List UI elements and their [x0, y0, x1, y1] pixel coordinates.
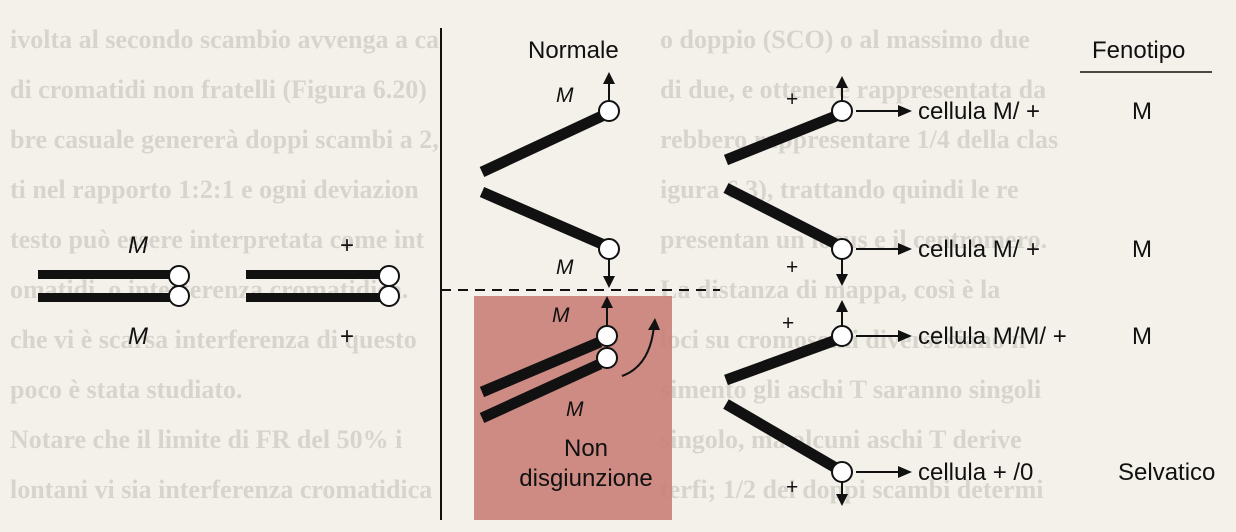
svg-text:di due, e ottenere rappresenta: di due, e ottenere rappresentata da [660, 75, 1046, 104]
fenotipo-header: Fenotipo [1092, 37, 1185, 64]
phenotype-1: M [1132, 98, 1152, 125]
phenotype-3: M [1132, 323, 1152, 350]
cell-label-1: cellula M/ + [918, 98, 1040, 125]
phenotype-4: Selvatico [1118, 459, 1215, 486]
label-right-plus-1: + [786, 88, 798, 111]
svg-text:Notare che il limite di FR del: Notare che il limite di FR del 50% i [10, 425, 402, 454]
svg-text:bre casuale genererà doppi sca: bre casuale genererà doppi scambi a 2, [10, 125, 439, 154]
label-nd-m-top: M [552, 304, 570, 327]
svg-text:che vi è scarsa interferenza d: che vi è scarsa interferenza di questo [10, 325, 417, 354]
label-right-plus-2: + [786, 256, 798, 279]
parent-chromosome-plus [246, 265, 400, 307]
cell-label-3: cellula M/M/ + [918, 323, 1067, 350]
svg-text:lontani vi sia interferenza cr: lontani vi sia interferenza cromatidica [10, 475, 432, 504]
label-nd-m-bottom: M [566, 398, 584, 421]
svg-text:di cromatidi non fratelli (Fig: di cromatidi non fratelli (Figura 6.20) [10, 75, 427, 104]
chromatid-right-4 [723, 399, 853, 506]
nondisjunction-label-line1: Non [564, 435, 608, 462]
svg-text:terfi; 1/2 dei doppi scambi de: terfi; 1/2 dei doppi scambi determi [660, 475, 1043, 504]
chromatid-right-2 [723, 183, 853, 286]
svg-text:singolo, ma alcuni aschi T der: singolo, ma alcuni aschi T derive [660, 425, 1022, 454]
cell-label-2: cellula M/ + [918, 236, 1040, 263]
parent-label-m-top: M [128, 232, 148, 259]
cell-arrows [856, 105, 912, 478]
background-text: ivolta al secondo scambio avvenga a ca d… [10, 25, 1058, 504]
svg-text:testo può essere interpretata: testo può essere interpretata come int [10, 225, 425, 254]
chromatid-normal-m [479, 72, 620, 177]
chromatid-right-1 [723, 76, 853, 166]
label-c2-m: M [556, 256, 574, 279]
parent-label-plus-bottom: + [340, 323, 354, 350]
svg-text:igura 6.3), trattando quindi l: igura 6.3), trattando quindi le re [660, 175, 1018, 204]
nondisjunction-label-line2: disgiunzione [519, 465, 652, 492]
phenotype-2: M [1132, 236, 1152, 263]
parent-label-m-bottom: M [128, 323, 148, 350]
svg-text:o doppio (SCO) o al massimo du: o doppio (SCO) o al massimo due [660, 25, 1030, 54]
label-right-plus-4: + [786, 476, 798, 499]
svg-text:poco è stata studiato.: poco è stata studiato. [10, 375, 243, 404]
chromatid-normal-plus [479, 186, 620, 288]
parent-chromosome-m [38, 265, 190, 307]
cell-label-4: cellula + /0 [918, 459, 1033, 486]
svg-text:presentan un locus e il centro: presentan un locus e il centromero. [660, 225, 1047, 254]
chromatid-nondisjunction-pair [479, 296, 660, 424]
parent-label-plus-top: + [340, 232, 354, 259]
chromatid-right-3 [724, 300, 853, 386]
svg-text:ivolta al secondo scambio avve: ivolta al secondo scambio avvenga a ca [10, 25, 439, 54]
svg-text:simento gli aschi T saranno si: simento gli aschi T saranno singoli [660, 375, 1041, 404]
label-right-plus-3: + [782, 312, 794, 335]
svg-text:La distanza di mappa, così è l: La distanza di mappa, così è la [660, 275, 1000, 304]
svg-text:rebbero rappresentare 1/4 dell: rebbero rappresentare 1/4 della clas [660, 125, 1058, 154]
svg-text:ti nel rapporto 1:2:1 e ogni d: ti nel rapporto 1:2:1 e ogni deviazion [10, 175, 419, 204]
normale-header: Normale [528, 37, 619, 64]
label-c1-m: M [556, 84, 574, 107]
